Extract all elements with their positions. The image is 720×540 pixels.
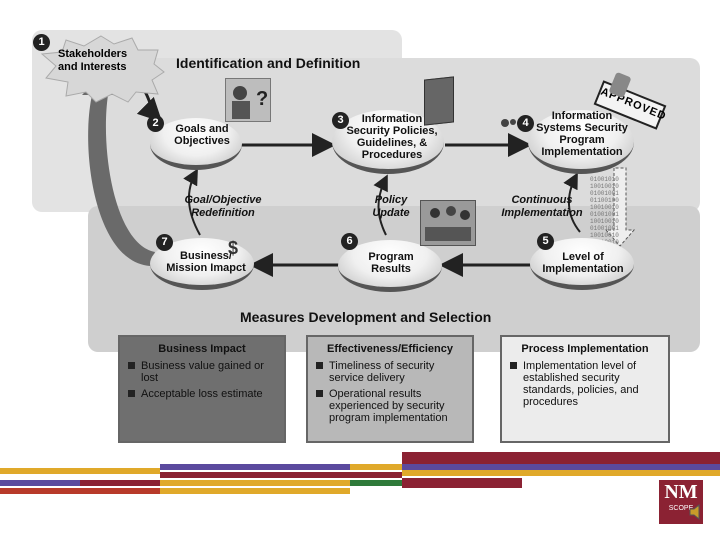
stripe-maroon: [160, 472, 350, 478]
step-3-label: Information Security Policies, Guideline…: [342, 113, 442, 161]
step-4-line: Program: [559, 134, 605, 146]
step-7-line: Business/: [180, 250, 232, 262]
binary-line: 01001001: [590, 211, 619, 218]
step-5-line: Level of: [562, 251, 604, 263]
step-1-number: 1: [33, 34, 50, 51]
return-arrow-to-stakeholders: [82, 72, 155, 266]
step-6-ellipse: [338, 240, 442, 292]
binary-line: 10010010: [590, 232, 619, 239]
step-4-line: Implementation: [541, 146, 623, 158]
arrow-label-line: Policy: [374, 194, 408, 206]
stripe-purple: [402, 464, 720, 470]
gears-icon: [500, 116, 518, 130]
business-impact-item: Business value gained or lost: [128, 360, 276, 384]
stripe-purple: [0, 480, 80, 486]
step-5-label: Level of Implementation: [534, 251, 632, 275]
effectiveness-item: Operational results experienced by secur…: [316, 388, 464, 424]
arrow-5-to-4: [563, 172, 581, 233]
step-6-label: Program Results: [345, 251, 437, 275]
speaker-icon[interactable]: [688, 503, 706, 521]
binder-icon: [424, 76, 454, 126]
binary-line: 10010010: [590, 218, 619, 225]
arrow-4-to-5: [604, 167, 636, 247]
step-4-line: Information: [551, 110, 613, 122]
stripe-maroon: [402, 478, 522, 488]
stakeholders-line-1: Stakeholders: [58, 48, 128, 60]
step-4-number: 4: [517, 115, 534, 132]
stripe-gold: [402, 470, 720, 476]
business-impact-title: Business Impact: [158, 343, 246, 355]
step-2-label: Goals and Objectives: [164, 123, 240, 147]
stripe-gold: [350, 464, 402, 470]
effectiveness-box: Effectiveness/Efficiency Timeliness of s…: [306, 335, 474, 443]
process-implementation-item: Implementation level of established secu…: [510, 360, 660, 408]
step-3-line: Procedures: [361, 149, 423, 161]
stripe-maroon: [402, 452, 720, 464]
step-2-line: Goals and: [175, 123, 229, 135]
step-3-line: Guidelines, &: [356, 137, 428, 149]
logo-subtext: SCOPE: [668, 505, 694, 512]
step-5-line: Implementation: [542, 263, 624, 275]
step-4-line: Systems Security: [536, 122, 628, 134]
binary-stream: 01001010 10010010 01001001 01100100 1001…: [590, 176, 638, 246]
binary-line: 01001001: [590, 225, 619, 232]
arrow-6-to-3: [373, 174, 388, 236]
step-7-number: 7: [156, 234, 173, 251]
step-2-number: 2: [147, 115, 164, 132]
stripe-green: [350, 480, 402, 486]
step-3-line: Security Policies,: [346, 125, 438, 137]
binary-line: 10010010: [590, 204, 619, 211]
person-thinking-icon: ?: [225, 78, 271, 122]
stakeholders-label: Stakeholders and Interests: [58, 48, 127, 74]
step-4-ellipse: [528, 110, 634, 174]
step-3-number: 3: [332, 112, 349, 129]
arrow-label-line: Update: [372, 207, 410, 219]
measures-title: Measures Development and Selection: [240, 309, 492, 325]
step-2-ellipse: [150, 118, 242, 170]
stripe-purple: [160, 464, 350, 470]
step-7-line: Mission Imapct: [166, 262, 246, 274]
step-2-line: Objectives: [174, 135, 230, 147]
step-7-label: Business/ Mission Imapct: [160, 250, 252, 274]
step-6-line: Results: [371, 263, 411, 275]
arrow-label-line: Goal/Objective: [184, 194, 262, 206]
step-3-line: Information: [361, 113, 423, 125]
svg-text:?: ?: [256, 88, 268, 110]
business-impact-item: Acceptable loss estimate: [128, 388, 276, 400]
policy-update-label: Policy Update: [366, 194, 416, 220]
binary-line: 01001001: [590, 190, 619, 197]
dollar-icon: $: [228, 238, 239, 258]
stakeholders-line-2: and Interests: [58, 61, 127, 73]
arrow-label-line: Continuous: [511, 194, 573, 206]
goal-redefinition-label: Goal/Objective Redefinition: [178, 194, 268, 220]
stripe-gold: [0, 468, 160, 474]
effectiveness-item: Timeliness of security service delivery: [316, 360, 464, 384]
arrow-label-line: Redefinition: [191, 207, 255, 219]
binary-line: 01001010: [590, 176, 619, 183]
binary-line: 01100100: [590, 197, 619, 204]
stakeholders-burst: [40, 35, 165, 103]
logo-letters: NM: [664, 481, 698, 503]
step-6-number: 6: [341, 233, 358, 250]
stripe-red: [0, 488, 160, 494]
continuous-implementation-label: Continuous Implementation: [494, 194, 590, 220]
arrow-7-to-2: [183, 168, 201, 236]
identification-title: Identification and Definition: [176, 55, 361, 71]
effectiveness-title: Effectiveness/Efficiency: [327, 343, 453, 355]
stripe-maroon: [350, 472, 402, 478]
binary-line: 10010010: [590, 183, 619, 190]
business-impact-box: Business Impact Business value gained or…: [118, 335, 286, 443]
arrow-label-line: Implementation: [501, 207, 583, 219]
step-4-label: Information Systems Security Program Imp…: [532, 110, 632, 158]
stripe-gold: [160, 488, 350, 494]
step-6-line: Program: [368, 251, 414, 263]
stripe-gold: [160, 480, 350, 486]
process-implementation-title: Process Implementation: [521, 343, 649, 355]
step-5-number: 5: [537, 233, 554, 250]
meeting-people-icon: [420, 200, 476, 246]
process-implementation-box: Process Implementation Implementation le…: [500, 335, 670, 443]
stripe-maroon: [80, 480, 160, 486]
